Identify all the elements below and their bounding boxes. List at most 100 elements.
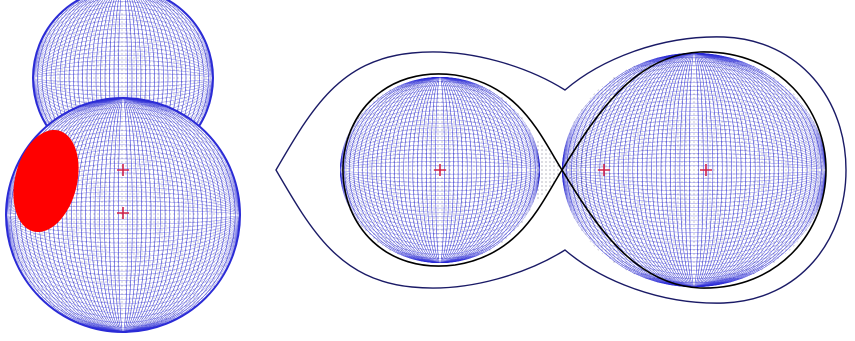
mesh-parallel xyxy=(6,196,240,234)
mesh-meridian xyxy=(389,77,491,263)
mesh-meridian xyxy=(46,0,200,168)
mesh-parallel xyxy=(562,153,826,187)
mesh-parallel xyxy=(562,144,826,196)
mesh-parallel xyxy=(6,116,240,314)
mesh-meridian xyxy=(623,53,765,287)
mesh-parallel xyxy=(6,158,240,272)
mesh-parallel xyxy=(340,93,540,247)
mesh-meridian xyxy=(362,77,518,263)
mesh-meridian xyxy=(353,77,527,263)
mesh-parallel xyxy=(562,102,826,238)
mesh-parallel xyxy=(562,65,826,275)
mesh-parallel xyxy=(6,182,240,248)
center-marker-left-lobe xyxy=(434,164,446,176)
mesh-meridian xyxy=(41,0,205,168)
mesh-parallel xyxy=(562,82,826,258)
mesh-parallel xyxy=(562,86,826,254)
mesh-parallel xyxy=(6,177,240,253)
mesh-parallel xyxy=(6,177,240,253)
mesh-parallel xyxy=(340,114,540,226)
mesh-parallel xyxy=(340,97,540,243)
mesh-parallel xyxy=(6,158,240,272)
center-marker-lower xyxy=(117,207,129,219)
mesh-parallel xyxy=(562,115,826,225)
mesh-meridian xyxy=(637,53,751,287)
mesh-parallel xyxy=(6,205,240,225)
center-marker-right-lobe xyxy=(700,164,712,176)
edge-on-view-panel xyxy=(275,36,847,304)
mesh-parallel xyxy=(340,144,540,196)
mesh-parallel xyxy=(340,81,540,259)
mesh-parallel xyxy=(6,139,240,291)
mesh-parallel xyxy=(562,132,826,208)
mesh-meridian xyxy=(118,98,128,332)
front-component-limb xyxy=(5,97,241,333)
mesh-parallel xyxy=(6,130,240,300)
mesh-parallel xyxy=(340,93,540,247)
mesh-parallel xyxy=(562,165,826,175)
mesh-meridian xyxy=(80,98,166,332)
mesh-parallel xyxy=(562,157,826,183)
mesh-parallel xyxy=(33,59,213,97)
mesh-parallel xyxy=(6,163,240,267)
mesh-meridian xyxy=(68,0,178,168)
mesh-parallel xyxy=(340,161,540,179)
mesh-parallel xyxy=(562,136,826,204)
mesh-parallel xyxy=(562,94,826,246)
left-lobe-mesh xyxy=(340,77,540,263)
mesh-parallel xyxy=(340,85,540,255)
mesh-parallel xyxy=(340,127,540,213)
mesh-parallel xyxy=(6,186,240,244)
mesh-meridian xyxy=(407,77,473,263)
mesh-parallel xyxy=(562,144,826,196)
mesh-parallel xyxy=(562,90,826,250)
mesh-parallel xyxy=(6,191,240,239)
mesh-parallel xyxy=(562,61,826,279)
mesh-meridian xyxy=(99,98,147,332)
mesh-parallel xyxy=(340,123,540,217)
mesh-meridian xyxy=(641,53,747,287)
mesh-meridian xyxy=(376,77,504,263)
mesh-meridian xyxy=(656,53,732,287)
mesh-parallel xyxy=(562,107,826,233)
mesh-parallel xyxy=(562,119,826,221)
mesh-parallel xyxy=(340,97,540,243)
mesh-parallel xyxy=(340,157,540,183)
mesh-meridian xyxy=(75,98,171,332)
mesh-parallel xyxy=(6,149,240,281)
mesh-meridian xyxy=(118,0,128,168)
mesh-parallel xyxy=(562,57,826,283)
mesh-meridian xyxy=(100,0,146,168)
mesh-parallel xyxy=(6,149,240,281)
mesh-parallel xyxy=(340,119,540,221)
mesh-meridian xyxy=(394,77,486,263)
mesh-parallel xyxy=(340,106,540,234)
mesh-meridian xyxy=(73,0,173,168)
mesh-meridian xyxy=(594,53,794,287)
mesh-parallel xyxy=(562,77,826,263)
mesh-parallel xyxy=(340,89,540,251)
mesh-parallel xyxy=(562,161,826,179)
mesh-meridian xyxy=(109,0,137,168)
mesh-parallel xyxy=(340,127,540,213)
mesh-parallel xyxy=(340,136,540,204)
mesh-meridian xyxy=(55,0,191,168)
mesh-parallel xyxy=(562,153,826,187)
mesh-parallel xyxy=(562,157,826,183)
mesh-parallel xyxy=(340,131,540,209)
mesh-parallel xyxy=(6,135,240,295)
mesh-parallel xyxy=(6,121,240,309)
mesh-meridian xyxy=(613,53,775,287)
mesh-parallel xyxy=(6,130,240,300)
mesh-parallel xyxy=(6,107,240,323)
mesh-parallel xyxy=(340,110,540,230)
mesh-parallel xyxy=(562,69,826,271)
mesh-parallel xyxy=(6,144,240,286)
mesh-parallel xyxy=(6,200,240,230)
mesh-parallel xyxy=(562,132,826,208)
mesh-meridian xyxy=(357,77,523,263)
mesh-meridian xyxy=(108,98,138,332)
mesh-parallel xyxy=(562,102,826,238)
mesh-parallel xyxy=(562,165,826,175)
mesh-parallel xyxy=(33,68,213,88)
